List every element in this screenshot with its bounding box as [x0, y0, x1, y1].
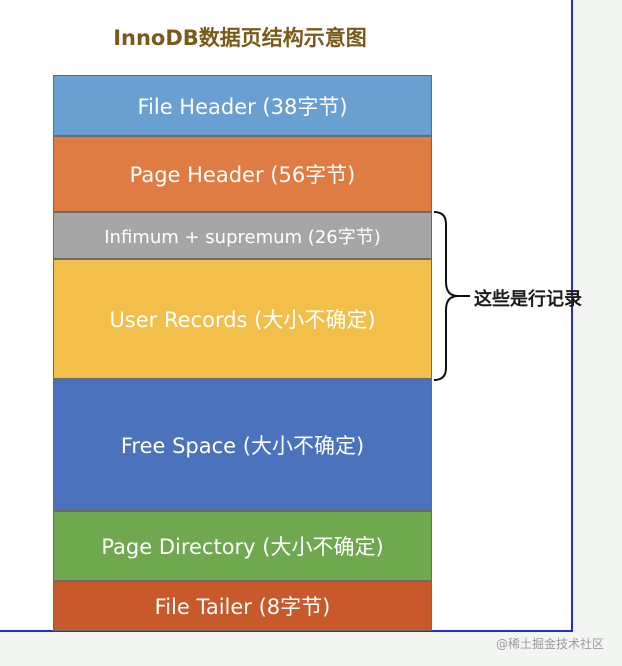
block-file-header: File Header (38字节) [53, 75, 432, 136]
block-file-header-label: File Header (38字节) [137, 94, 348, 119]
diagram-title: InnoDB数据页结构示意图 [113, 26, 367, 50]
block-infimum-supremum: Infimum + supremum (26字节) [53, 212, 432, 259]
block-infimum-supremum-label: Infimum + supremum (26字节) [104, 226, 381, 248]
watermark: @稀土掘金技术社区 [495, 637, 604, 651]
row-records-annotation: 这些是行记录 [474, 289, 582, 310]
block-page-directory: Page Directory (大小不确定) [53, 511, 432, 581]
block-file-tailer-label: File Tailer (8字节) [154, 595, 331, 619]
block-page-header: Page Header (56字节) [53, 136, 432, 212]
diagram-canvas: InnoDB数据页结构示意图 File Header (38字节) Page H… [0, 0, 582, 632]
block-user-records: User Records (大小不确定) [53, 259, 432, 379]
block-page-header-label: Page Header (56字节) [129, 163, 356, 187]
block-user-records-label: User Records (大小不确定) [109, 308, 376, 332]
block-file-tailer: File Tailer (8字节) [53, 581, 432, 631]
block-free-space-label: Free Space (大小不确定) [120, 434, 365, 458]
block-page-directory-label: Page Directory (大小不确定) [101, 535, 384, 559]
curly-brace-icon [433, 211, 470, 381]
block-free-space: Free Space (大小不确定) [53, 379, 432, 511]
